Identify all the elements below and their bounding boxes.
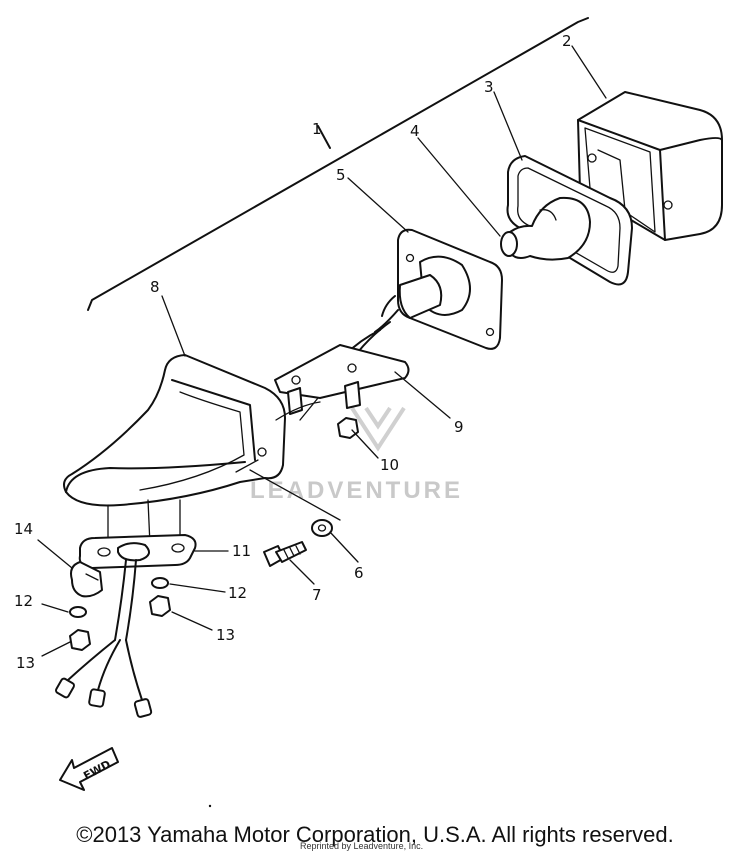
callout-12-left: 12 [14,592,33,610]
part-11-base-plate [78,534,197,569]
leader-lines [37,45,607,657]
fwd-arrow-icon: FWD [59,747,119,791]
part-12-washer-right [151,577,169,589]
callout-12-right: 12 [228,584,247,602]
part-13-nut-right [149,595,171,617]
callout-1: 1 [312,120,322,138]
part-9-stay-bracket [274,344,410,421]
reprint-note: Reprinted by Leadventure, Inc. [300,841,424,851]
part-8-case [63,354,321,507]
callout-5: 5 [336,166,346,184]
callout-7: 7 [312,586,322,604]
callout-13-right: 13 [216,626,235,644]
part-13-nut-left [69,629,91,651]
watermark-text: LEADVENTURE [250,477,463,504]
callout-13-left: 13 [16,654,35,672]
part-4-bulb [500,196,591,261]
callout-9: 9 [454,418,464,436]
callout-2: 2 [562,32,572,50]
leadventure-watermark: LEADVENTURE [250,406,463,504]
part-7-bolt [263,541,307,567]
part-5-socket-plate [324,228,503,396]
assembly-bracket [87,17,589,311]
callout-11: 11 [232,542,251,560]
callout-3: 3 [484,78,494,96]
copyright-notice: ©2013 Yamaha Motor Corporation, U.S.A. A… [76,822,674,847]
part-6-washer [311,519,333,537]
callout-8: 8 [150,278,160,296]
part-12-washer-left [69,606,87,618]
callout-labels: 1 2 3 4 5 6 7 8 9 10 11 12 13 14 12 13 [14,32,572,672]
part-10-nut [337,417,359,439]
callout-6: 6 [354,564,364,582]
callout-4: 4 [410,122,420,140]
callout-14: 14 [14,520,33,538]
wire-harness [55,559,153,718]
callout-10: 10 [380,456,399,474]
